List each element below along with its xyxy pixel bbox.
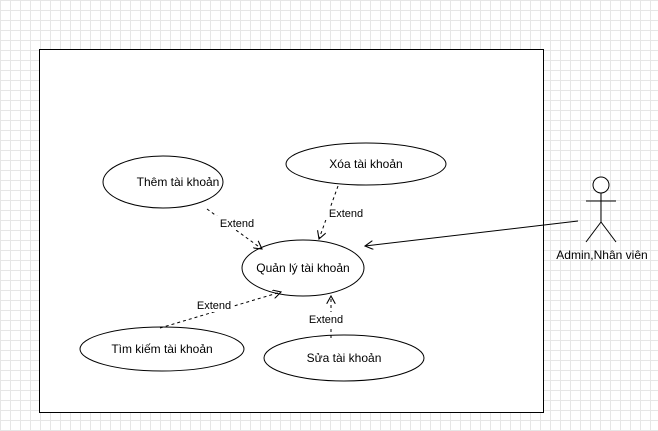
use-case-label: Thêm tài khoản bbox=[137, 175, 220, 189]
extend-relation-xoa[interactable]: Extend bbox=[319, 185, 366, 239]
extend-label: Extend bbox=[309, 314, 343, 326]
use-case-xoa-tai-khoan[interactable]: Xóa tài khoản bbox=[285, 142, 447, 186]
actor-label: Admin,Nhân viên bbox=[556, 248, 647, 262]
extend-label-bg bbox=[306, 312, 347, 326]
extend-label: Extend bbox=[220, 218, 254, 230]
use-case-sua-tai-khoan[interactable]: Sửa tài khoản bbox=[263, 334, 425, 382]
extend-arrow bbox=[206, 208, 262, 249]
use-case-quan-ly-tai-khoan[interactable]: Quản lý tài khoản bbox=[241, 239, 365, 297]
actor-admin-nhan-vien[interactable]: Admin,Nhân viên bbox=[556, 176, 648, 262]
use-case-label: Sửa tài khoản bbox=[307, 351, 382, 365]
use-case-ellipse bbox=[285, 142, 447, 186]
use-case-ellipse bbox=[263, 334, 425, 382]
extend-label: Extend bbox=[197, 300, 231, 312]
extend-label-bg bbox=[325, 206, 366, 220]
extend-relation-them[interactable]: Extend bbox=[206, 208, 262, 249]
use-case-ellipse bbox=[102, 155, 224, 209]
extend-relation-tim-kiem[interactable]: Extend bbox=[159, 292, 281, 329]
association-line[interactable] bbox=[365, 220, 579, 246]
use-case-label: Quản lý tài khoản bbox=[256, 261, 349, 275]
use-case-tim-kiem-tai-khoan[interactable]: Tìm kiếm tài khoản bbox=[79, 326, 245, 372]
extend-label-bg bbox=[193, 298, 234, 312]
extend-label: Extend bbox=[329, 208, 363, 220]
use-case-ellipse bbox=[241, 239, 365, 297]
extend-label-bg bbox=[216, 216, 257, 230]
use-case-label: Xóa tài khoản bbox=[329, 157, 402, 171]
use-case-label: Tìm kiếm tài khoản bbox=[111, 342, 212, 356]
use-case-them-tai-khoan[interactable]: Thêm tài khoản bbox=[102, 155, 224, 209]
stick-figure-icon bbox=[585, 176, 617, 243]
extend-relation-sua[interactable]: Extend bbox=[306, 296, 347, 338]
